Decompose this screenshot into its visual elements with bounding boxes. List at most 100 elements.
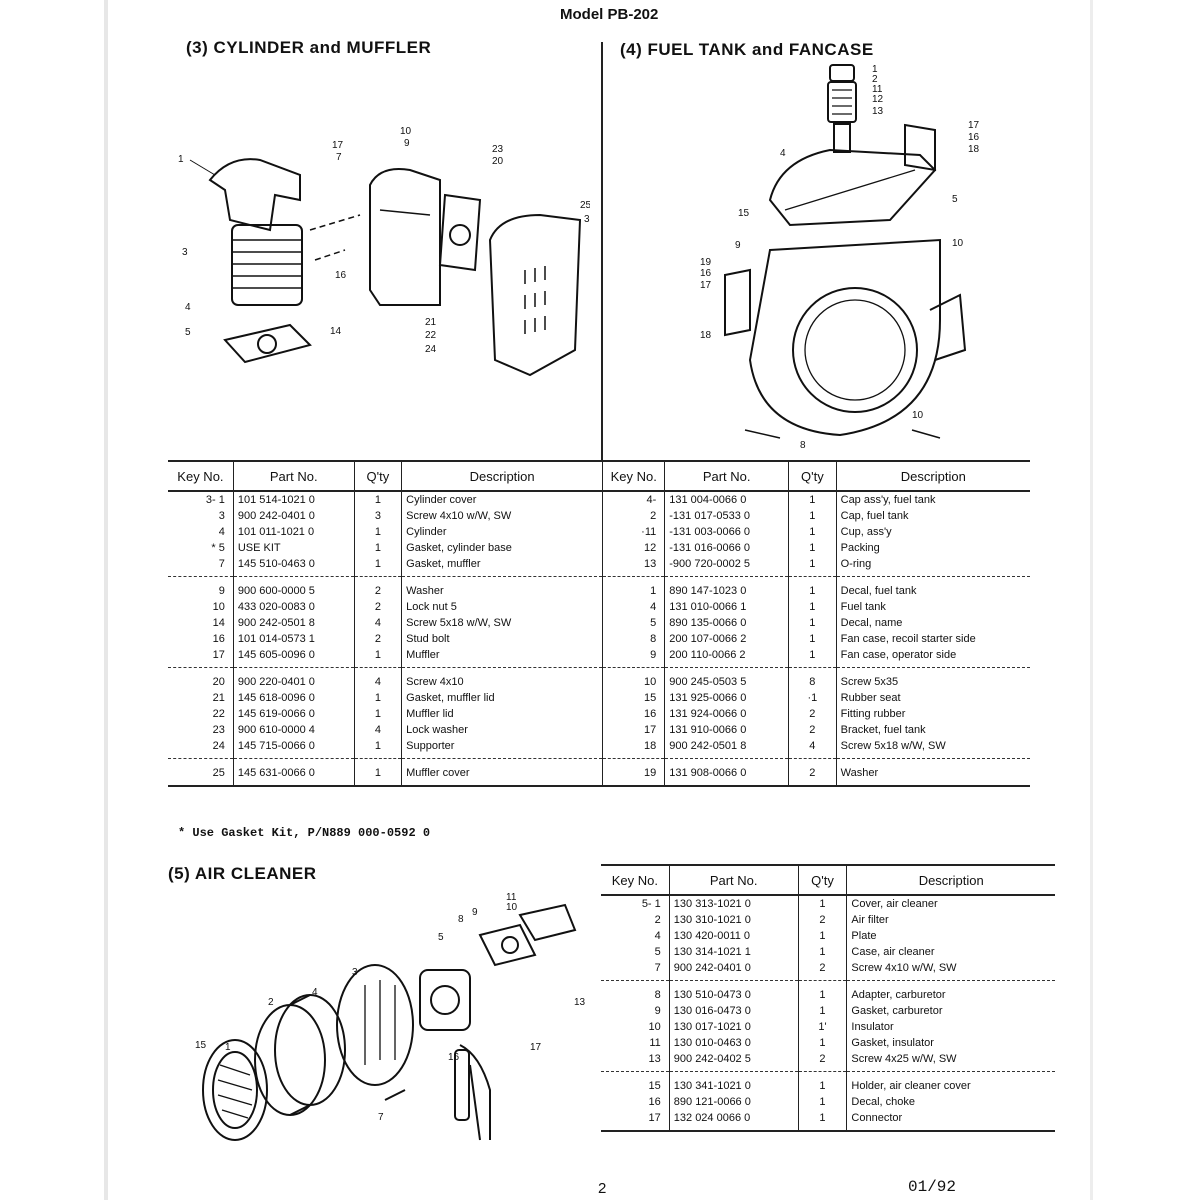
callout-3: 3 <box>352 967 358 978</box>
description-cell: Lock nut 5 <box>401 599 604 615</box>
gasket-kit-note: * Use Gasket Kit, P/N889 000-0592 0 <box>178 826 431 840</box>
qty-cell: 1 <box>788 615 837 631</box>
part-no-cell: 130 313-1021 0 <box>669 895 799 912</box>
part-no-cell: 132 024 0066 0 <box>669 1110 799 1132</box>
part-no-cell: 131 924-0066 0 <box>664 706 790 722</box>
muffler-drawing <box>369 168 441 306</box>
qty-cell: 1 <box>788 491 837 508</box>
col-qty: Q'ty <box>798 864 848 896</box>
description-cell: Cylinder cover <box>401 491 604 508</box>
description-cell: Cap, fuel tank <box>840 510 909 522</box>
qty-cell: 1 <box>788 556 837 577</box>
section-divider <box>601 42 603 460</box>
part-no-cell: 131 925-0066 0 <box>664 690 790 706</box>
col-key-no: Key No. <box>168 460 234 492</box>
description-cell: Case, air cleaner <box>851 946 935 958</box>
description-cell: Cover, air cleaner <box>851 898 938 910</box>
key-no-cell: 17 <box>168 647 234 668</box>
part-no-cell: 130 314-1021 1 <box>669 944 799 960</box>
callout-23: 23 <box>492 144 504 155</box>
callout-4: 4 <box>780 148 786 159</box>
col-key-no-2: Key No. <box>602 460 666 492</box>
key-no-cell: 1 <box>602 576 666 599</box>
description-cell: Muffler lid <box>401 706 604 722</box>
callout-17: 17 <box>700 280 712 291</box>
qty-cell: 2 <box>354 631 403 647</box>
part-no-cell: 900 245-0503 5 <box>664 667 790 690</box>
callout-5: 5 <box>185 327 191 338</box>
description-cell: Bracket, fuel tank <box>840 724 926 736</box>
part-no-cell: 890 121-0066 0 <box>669 1094 799 1110</box>
qty-cell: 1 <box>354 540 403 556</box>
part-no-cell: 433 020-0083 0 <box>233 599 355 615</box>
col-description: Description <box>401 460 604 492</box>
description-cell: Muffler cover <box>401 758 604 787</box>
key-no-cell: * 5 <box>168 540 234 556</box>
callout-1: 1 <box>225 1042 231 1053</box>
description-cell: Cup, ass'y <box>840 526 892 538</box>
qty-cell: 4 <box>788 738 837 759</box>
qty-cell: 1 <box>354 524 403 540</box>
callout-5: 5 <box>952 194 958 205</box>
callout-10: 10 <box>400 126 412 137</box>
table-header-row: Key No. Part No. Q'ty Description Key No… <box>168 460 1030 492</box>
key-no-cell: 9 <box>168 576 234 599</box>
key-no-cell: 20 <box>168 667 234 690</box>
callout-14: 14 <box>330 326 342 337</box>
part-no-cell: -131 017-0533 0 <box>664 508 790 524</box>
part-no-cell: 130 016-0473 0 <box>669 1003 799 1019</box>
callout-18: 18 <box>700 330 712 341</box>
part-no-cell: 130 341-1021 0 <box>669 1071 799 1094</box>
qty-cell: 1 <box>798 1110 848 1132</box>
qty-cell: 1 <box>798 895 848 912</box>
qty-cell: 1 <box>788 524 837 540</box>
key-no-cell: 12 <box>602 540 666 556</box>
qty-cell: 1 <box>798 1035 848 1051</box>
callout-1: 1 <box>872 64 878 75</box>
part-no-cell: 890 147-1023 0 <box>664 576 790 599</box>
qty-cell: 3 <box>354 508 403 524</box>
part-no-cell: 900 610-0000 4 <box>233 722 355 738</box>
key-no-cell: 10 <box>601 1019 670 1035</box>
description-cell: Adapter, carburetor <box>851 989 946 1001</box>
description-cell: Gasket, muffler <box>401 556 604 577</box>
air-cleaner-case-drawing <box>336 964 414 1086</box>
fuel-tank-fancase-diagram: 1 2 11 12 13 4 5 8 9 10 15 16 17 18 19 1… <box>700 64 980 450</box>
callout-8: 8 <box>800 440 806 450</box>
key-no-cell: 4- <box>602 491 666 508</box>
muffler-lid-drawing <box>438 193 482 272</box>
part-no-cell: 900 242-0401 0 <box>669 960 799 981</box>
air-cleaner-cover-drawing <box>202 1039 268 1141</box>
part-no-cell: 131 010-0066 1 <box>664 599 790 615</box>
key-no-cell: 5 <box>601 944 670 960</box>
gasket-insulator-drawing <box>478 903 577 967</box>
key-no-cell: 24 <box>168 738 234 759</box>
qty-cell: 1 <box>788 540 837 556</box>
callout-13: 13 <box>872 106 884 117</box>
description-cell: Plate <box>851 930 877 942</box>
qty-cell: 1 <box>354 556 403 577</box>
key-no-cell: 7 <box>601 960 670 981</box>
qty-cell: 1 <box>354 758 403 787</box>
part-no-cell: 890 135-0066 0 <box>664 615 790 631</box>
col-description: Description <box>846 864 1055 896</box>
description-cell: Fan case, operator side <box>836 647 1030 668</box>
callout-9: 9 <box>404 138 410 149</box>
part-no-cell: 130 010-0463 0 <box>669 1035 799 1051</box>
callout-22: 22 <box>425 330 437 341</box>
qty-cell: 4 <box>354 722 403 738</box>
section-title-air-cleaner: (5) AIR CLEANER <box>168 864 317 883</box>
key-no-cell: 4 <box>602 599 666 615</box>
key-no-cell: 10 <box>602 667 666 690</box>
